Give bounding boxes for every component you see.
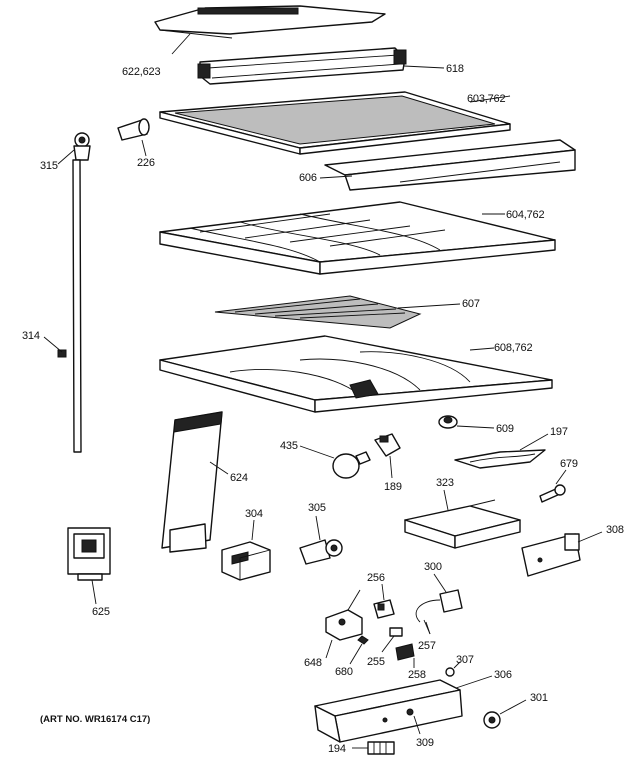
leader-679 <box>555 469 567 485</box>
leader-435 <box>299 445 335 459</box>
leader-307 <box>453 661 461 669</box>
callout-679: 679 <box>560 458 578 470</box>
leader-255 <box>381 635 395 653</box>
callout-309: 309 <box>416 737 434 749</box>
part-604-shelf <box>159 201 556 275</box>
leader-300 <box>433 573 447 593</box>
leader-608 <box>469 347 495 351</box>
part-256-switch <box>373 599 395 619</box>
callout-226: 226 <box>137 157 155 169</box>
leader-607 <box>397 303 461 309</box>
leader-680 <box>349 643 363 665</box>
callout-606: 606 <box>299 172 317 184</box>
leader-609 <box>456 425 495 429</box>
callout-257: 257 <box>418 640 436 652</box>
part-308-bracket <box>521 533 581 577</box>
leader-301 <box>499 699 527 715</box>
part-624-duct <box>161 411 223 553</box>
part-648-relay <box>325 589 363 641</box>
leader-622 <box>171 33 191 55</box>
art-number: (ART NO. WR16174 C17) <box>40 714 151 725</box>
part-197-strip <box>454 449 546 469</box>
callout-305: 305 <box>308 502 326 514</box>
part-306-base <box>314 679 463 743</box>
leader-306 <box>455 675 493 689</box>
leader-624 <box>209 461 229 475</box>
part-189-socket <box>374 433 401 457</box>
part-301-knob <box>483 711 501 729</box>
leader-256 <box>381 583 385 601</box>
leader-197 <box>519 433 549 451</box>
callout-624: 624 <box>230 472 248 484</box>
part-603-shelf <box>159 91 511 155</box>
callout-622-623: 622,623 <box>122 66 161 78</box>
part-618-frame <box>197 47 407 85</box>
part-609-cap <box>438 415 458 429</box>
callout-300: 300 <box>424 561 442 573</box>
leader-603 <box>469 95 511 103</box>
part-608-cover <box>159 335 553 413</box>
part-622-623-cover <box>154 5 386 39</box>
callout-315: 315 <box>40 160 58 172</box>
leader-309 <box>413 715 421 735</box>
callout-323: 323 <box>436 477 454 489</box>
part-680-wire <box>357 635 369 645</box>
callout-608-762: 608,762 <box>494 342 533 354</box>
leader-606 <box>319 175 353 179</box>
leader-315 <box>57 149 75 165</box>
callout-189: 189 <box>384 481 402 493</box>
part-194-connector <box>367 741 395 755</box>
part-300-thermostat <box>415 589 463 623</box>
callout-603-762: 603,762 <box>467 93 506 105</box>
leader-304 <box>251 519 255 541</box>
callout-625: 625 <box>92 606 110 618</box>
callout-197: 197 <box>550 426 568 438</box>
leader-305 <box>315 515 321 541</box>
part-305-damper <box>299 539 343 565</box>
callout-607: 607 <box>462 298 480 310</box>
callout-256: 256 <box>367 572 385 584</box>
callout-304: 304 <box>245 508 263 520</box>
part-607-grid <box>214 295 422 329</box>
callout-306: 306 <box>494 669 512 681</box>
leader-648 <box>325 639 333 659</box>
leader-257 <box>425 621 431 635</box>
callout-618: 618 <box>446 63 464 75</box>
callout-604-762: 604,762 <box>506 209 545 221</box>
callout-301: 301 <box>530 692 548 704</box>
part-255-terminal <box>389 627 403 637</box>
leader-189 <box>389 455 393 479</box>
callout-307: 307 <box>456 654 474 666</box>
leader-226 <box>141 139 147 157</box>
callout-314: 314 <box>22 330 40 342</box>
callout-648: 648 <box>304 657 322 669</box>
part-679-screw <box>539 484 566 503</box>
part-304-housing <box>221 541 271 581</box>
leader-618 <box>403 65 445 69</box>
leader-314 <box>43 336 63 353</box>
leader-323 <box>443 489 449 511</box>
leader-308 <box>577 531 603 543</box>
part-314-clip <box>57 349 67 358</box>
part-625-module <box>67 527 111 581</box>
callout-435: 435 <box>280 440 298 452</box>
callout-255: 255 <box>367 656 385 668</box>
callout-194: 194 <box>328 743 346 755</box>
callout-680: 680 <box>335 666 353 678</box>
part-315-rod-head <box>73 132 91 161</box>
part-606-drawer <box>324 139 576 191</box>
part-258-block <box>395 643 415 661</box>
part-435-lamp <box>332 451 371 479</box>
part-226-pin <box>117 118 150 141</box>
leader-625 <box>91 579 97 605</box>
part-323-box <box>404 499 521 549</box>
part-control-rod <box>72 159 82 453</box>
callout-258: 258 <box>408 669 426 681</box>
callout-308: 308 <box>606 524 624 536</box>
part-307-screw <box>445 667 455 677</box>
callout-609: 609 <box>496 423 514 435</box>
